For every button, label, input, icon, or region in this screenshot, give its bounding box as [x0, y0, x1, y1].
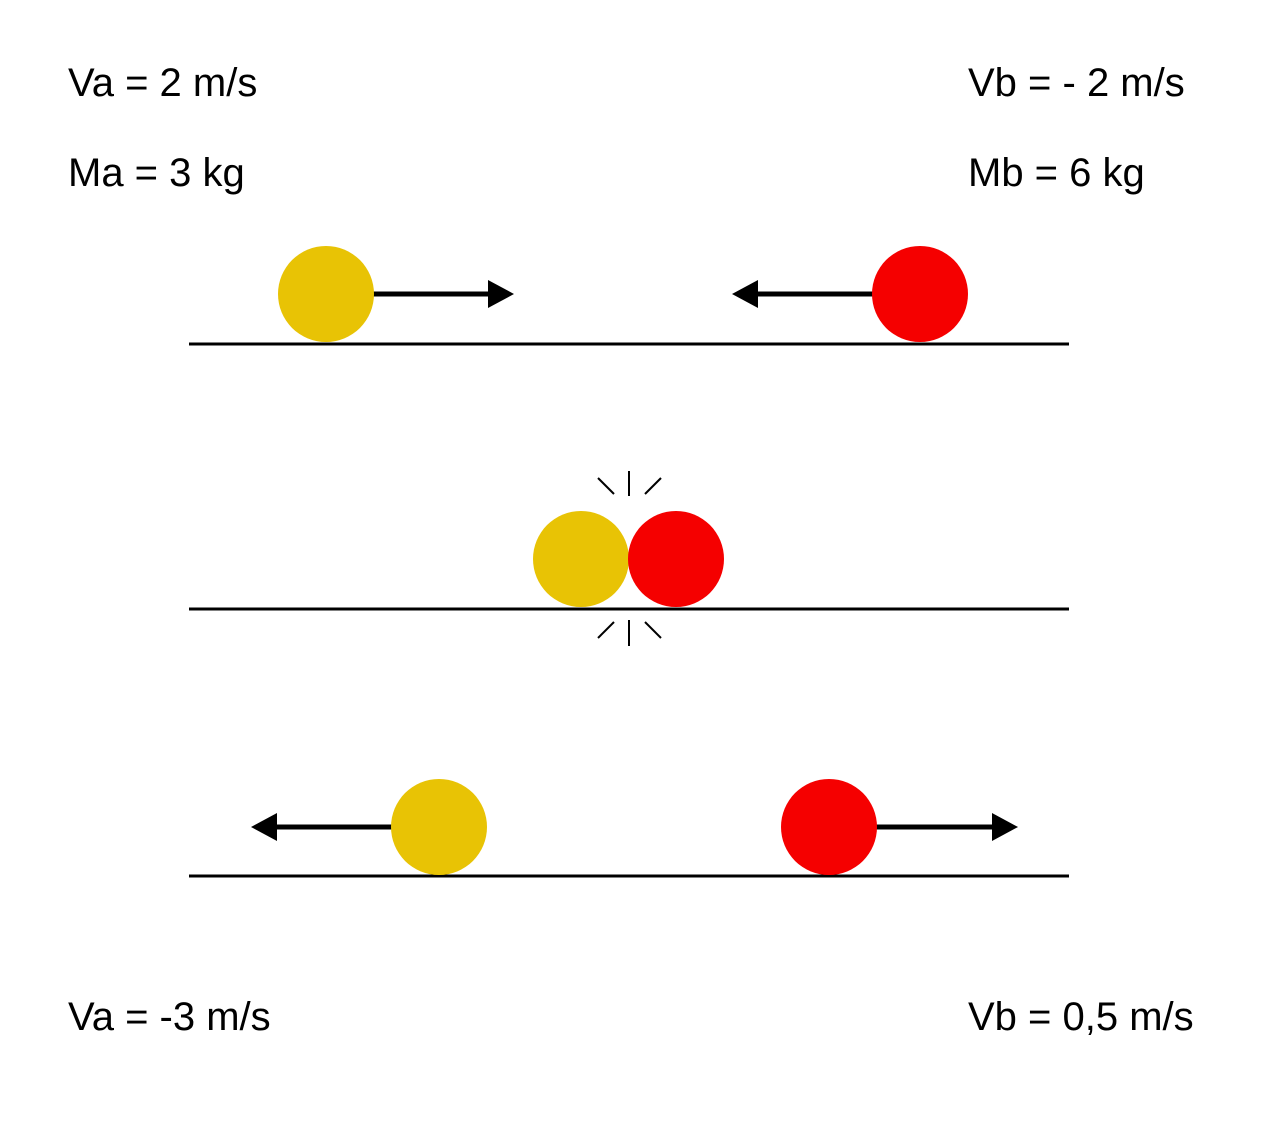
stage-before — [189, 246, 1069, 346]
velocity-b-after-label: Vb = 0,5 m/s — [968, 995, 1194, 1039]
arrow-head-b-before — [732, 280, 758, 308]
stage-after — [189, 779, 1069, 878]
arrow-head-a-after — [251, 813, 277, 841]
ball-a-collision — [533, 511, 629, 607]
stage-collision — [189, 471, 1069, 646]
arrow-head-b-after — [992, 813, 1018, 841]
ball-b-after — [781, 779, 877, 875]
ball-a-after — [391, 779, 487, 875]
arrow-head-a-before — [488, 280, 514, 308]
ball-b-before — [872, 246, 968, 342]
velocity-b-before-label: Vb = - 2 m/s — [968, 61, 1185, 105]
velocity-a-after-label: Va = -3 m/s — [68, 995, 271, 1039]
velocity-a-before-label: Va = 2 m/s — [68, 61, 258, 105]
impact-mark-bottom-left — [597, 621, 615, 639]
impact-marks — [597, 471, 662, 646]
ball-b-collision — [628, 511, 724, 607]
ball-a-before — [278, 246, 374, 342]
impact-mark-bottom-right — [644, 621, 662, 639]
mass-b-label: Mb = 6 kg — [968, 151, 1145, 195]
impact-mark-top-left — [597, 477, 615, 495]
mass-a-label: Ma = 3 kg — [68, 151, 245, 195]
impact-mark-top-right — [644, 477, 662, 495]
